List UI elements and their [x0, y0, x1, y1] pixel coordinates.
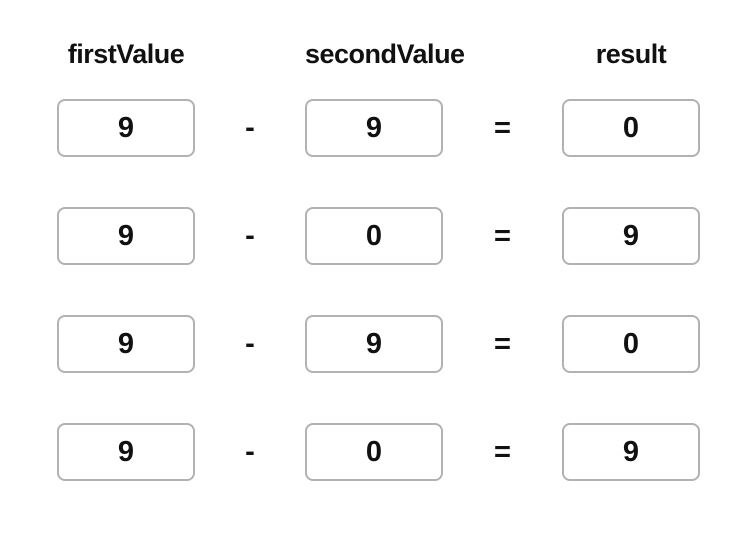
equation-worksheet: firstValue secondValue result 9 - 9 = 0 …: [57, 38, 746, 481]
result-box[interactable]: 0: [562, 99, 700, 157]
result-box[interactable]: 9: [562, 423, 700, 481]
equation-row: 9 - 0 = 9: [57, 207, 746, 265]
column-headers: firstValue secondValue result: [57, 38, 746, 70]
equation-row: 9 - 9 = 0: [57, 99, 746, 157]
first-value-text: 9: [117, 435, 135, 468]
equals-operator: =: [494, 219, 511, 252]
result-text: 0: [622, 327, 640, 360]
equals-operator: =: [494, 435, 511, 468]
result-text: 0: [622, 111, 640, 144]
minus-operator: -: [245, 327, 255, 360]
second-value-box[interactable]: 0: [305, 207, 443, 265]
first-value-box[interactable]: 9: [57, 207, 195, 265]
minus-operator: -: [245, 111, 255, 144]
minus-operator: -: [245, 435, 255, 468]
column-header-result: result: [595, 39, 667, 69]
first-value-box[interactable]: 9: [57, 99, 195, 157]
result-box[interactable]: 0: [562, 315, 700, 373]
minus-operator: -: [245, 219, 255, 252]
first-value-text: 9: [117, 327, 135, 360]
column-header-first-value: firstValue: [67, 39, 185, 69]
equals-operator: =: [494, 111, 511, 144]
result-text: 9: [622, 435, 640, 468]
first-value-box[interactable]: 9: [57, 315, 195, 373]
result-text: 9: [622, 219, 640, 252]
second-value-text: 9: [365, 111, 383, 144]
second-value-text: 9: [365, 327, 383, 360]
equation-row: 9 - 0 = 9: [57, 423, 746, 481]
first-value-text: 9: [117, 219, 135, 252]
first-value-box[interactable]: 9: [57, 423, 195, 481]
second-value-text: 0: [365, 435, 383, 468]
second-value-box[interactable]: 9: [305, 99, 443, 157]
second-value-box[interactable]: 0: [305, 423, 443, 481]
equation-row: 9 - 9 = 0: [57, 315, 746, 373]
first-value-text: 9: [117, 111, 135, 144]
equals-operator: =: [494, 327, 511, 360]
column-header-second-value: secondValue: [305, 39, 465, 69]
second-value-box[interactable]: 9: [305, 315, 443, 373]
second-value-text: 0: [365, 219, 383, 252]
result-box[interactable]: 9: [562, 207, 700, 265]
